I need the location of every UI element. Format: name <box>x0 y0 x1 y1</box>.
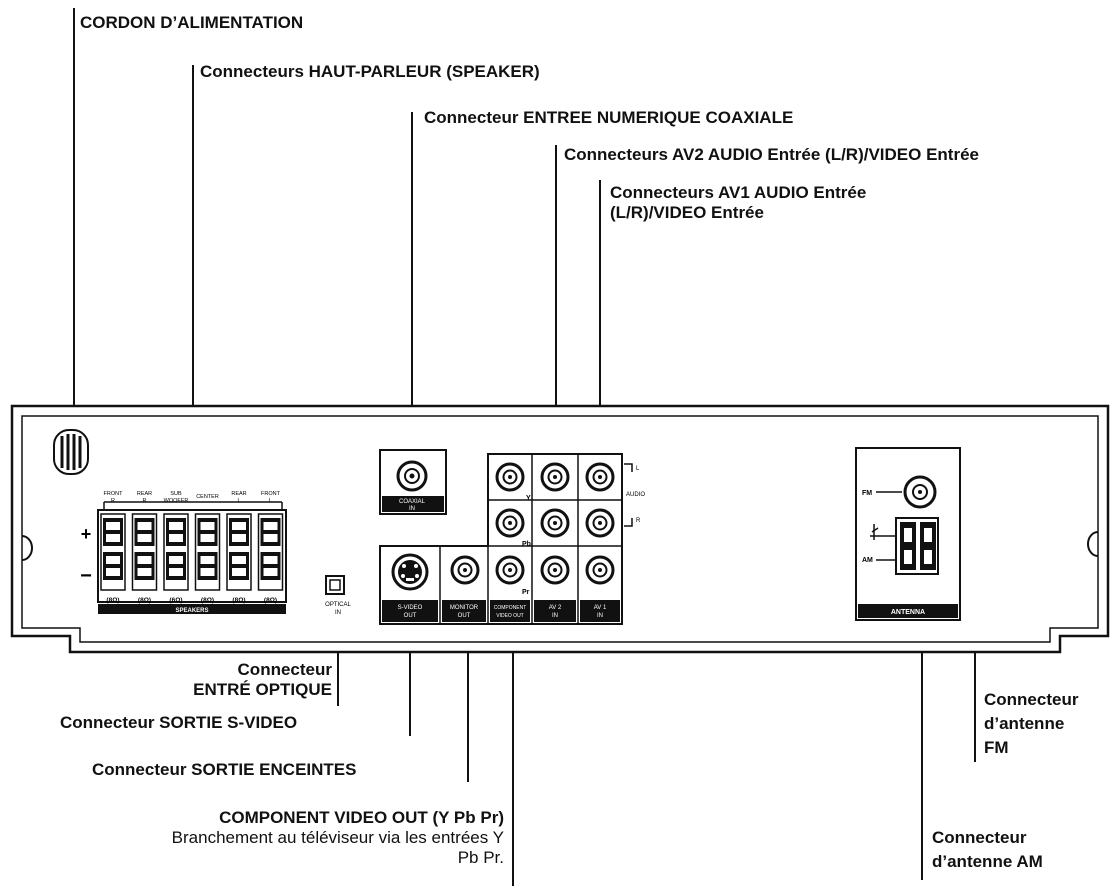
plus-sign: + <box>81 524 92 544</box>
callout-component: COMPONENT VIDEO OUT (Y Pb Pr) Branchemen… <box>172 808 504 868</box>
speaker-ohm: (8Ω) <box>138 597 151 604</box>
rca-jack <box>540 462 570 492</box>
av1-label-1: AV 1 <box>594 605 607 611</box>
speaker-terminal: CENTER (8Ω) <box>194 494 221 604</box>
speaker-header: FRONT <box>261 491 281 497</box>
callout-optical-line1: Connecteur <box>237 660 332 679</box>
callout-am-line1: Connecteur <box>932 828 1027 847</box>
av-jack-block: S-VIDEO OUT MONITOR OUT COMPONENT VIDEO … <box>379 453 645 625</box>
av1-label-2: IN <box>597 613 603 619</box>
coaxial-in-port: COAXIAL IN <box>379 449 447 515</box>
fm-label: FM <box>862 490 872 497</box>
optical-label-2: IN <box>335 610 341 616</box>
callout-am-antenna: Connecteur d’antenne AM <box>932 826 1043 874</box>
svideo-label-1: S-VIDEO <box>398 605 423 611</box>
av2-label-2: IN <box>552 613 558 619</box>
speaker-ohm: (8Ω) <box>106 597 119 604</box>
rca-jack <box>540 555 570 585</box>
pr-label: Pr <box>522 589 530 596</box>
callout-monitor-out: Connecteur SORTIE ENCEINTES <box>92 760 357 779</box>
speaker-header: WOOFER <box>164 498 189 504</box>
monitor-label-2: OUT <box>458 613 471 619</box>
rca-jack <box>540 508 570 538</box>
am-label: AM <box>862 557 873 564</box>
speaker-ohm: (8Ω) <box>264 597 277 604</box>
antenna-block: ANTENNA FM AM <box>855 447 961 621</box>
speaker-terminal-block: FRONTR(8Ω)REARR(8Ω)SUBWOOFER(6Ω)CENTER(8… <box>80 491 287 614</box>
rca-jack <box>495 462 525 492</box>
callout-fm-line2: d’antenne <box>984 714 1065 733</box>
coaxial-label-2: IN <box>409 506 415 512</box>
speaker-header: REAR <box>231 491 246 497</box>
rca-jack <box>585 508 615 538</box>
callout-speaker-connectors: Connecteurs HAUT-PARLEUR (SPEAKER) <box>200 62 540 81</box>
callout-fm-antenna: Connecteur d’antenne FM <box>984 688 1078 760</box>
callout-av1-line1: Connecteurs AV1 AUDIO Entrée <box>610 183 867 202</box>
callout-fm-line3: FM <box>984 738 1009 757</box>
monitor-label-1: MONITOR <box>450 605 479 611</box>
optical-label-1: OPTICAL <box>325 602 351 608</box>
y-label: Y <box>526 495 531 502</box>
component-label-2: VIDEO OUT <box>496 613 524 619</box>
optical-in-port: OPTICAL IN <box>325 575 351 616</box>
callout-component-desc2: Pb Pr. <box>457 848 504 867</box>
antenna-label: ANTENNA <box>891 609 925 616</box>
speaker-ohm: (6Ω) <box>169 597 182 604</box>
pb-label: Pb <box>522 541 531 548</box>
speaker-header: L <box>269 498 272 504</box>
rca-jack <box>495 508 525 538</box>
callout-av2: Connecteurs AV2 AUDIO Entrée (L/R)/VIDEO… <box>564 145 979 164</box>
callout-component-title: COMPONENT VIDEO OUT (Y Pb Pr) <box>219 808 504 827</box>
callout-power-cord: CORDON D’ALIMENTATION <box>80 13 304 32</box>
l-label: L <box>636 466 640 472</box>
rca-jack <box>585 462 615 492</box>
callout-av1: Connecteurs AV1 AUDIO Entrée (L/R)/VIDEO… <box>610 183 866 223</box>
callout-coaxial-in: Connecteur ENTREE NUMERIQUE COAXIALE <box>424 108 794 127</box>
rca-jack <box>495 555 525 585</box>
component-label-1: COMPONENT <box>494 605 527 611</box>
power-cord-grommet <box>53 429 89 475</box>
minus-sign: − <box>80 565 92 587</box>
svideo-label-2: OUT <box>404 613 417 619</box>
callout-optical-in: Connecteur ENTRÉ OPTIQUE <box>193 660 332 700</box>
speaker-header: R <box>143 498 147 504</box>
callout-av1-line2: (L/R)/VIDEO Entrée <box>610 203 764 222</box>
callout-component-desc1: Branchement au téléviseur via les entrée… <box>171 828 504 847</box>
callout-svideo-out: Connecteur SORTIE S-VIDEO <box>60 713 298 732</box>
speaker-header: CENTER <box>196 494 219 500</box>
audio-label: AUDIO <box>626 492 645 498</box>
rca-jack <box>585 555 615 585</box>
speaker-header: L <box>237 498 240 504</box>
speaker-ohm: (8Ω) <box>232 597 245 604</box>
r-label: R <box>636 518 641 524</box>
speaker-header: R <box>111 498 115 504</box>
callout-am-line2: d’antenne AM <box>932 852 1043 871</box>
av2-label-1: AV 2 <box>549 605 562 611</box>
callout-optical-line2: ENTRÉ OPTIQUE <box>193 680 332 699</box>
speaker-ohm: (8Ω) <box>201 597 214 604</box>
callout-fm-line1: Connecteur <box>984 690 1079 709</box>
speakers-label: SPEAKERS <box>175 608 208 614</box>
speaker-header: REAR <box>137 491 152 497</box>
coaxial-label-1: COAXIAL <box>399 499 426 505</box>
speaker-header: SUB <box>170 491 182 497</box>
svideo-out-port <box>391 553 429 591</box>
rca-jack <box>450 555 480 585</box>
speaker-header: FRONT <box>104 491 124 497</box>
ground-icon <box>870 524 880 540</box>
